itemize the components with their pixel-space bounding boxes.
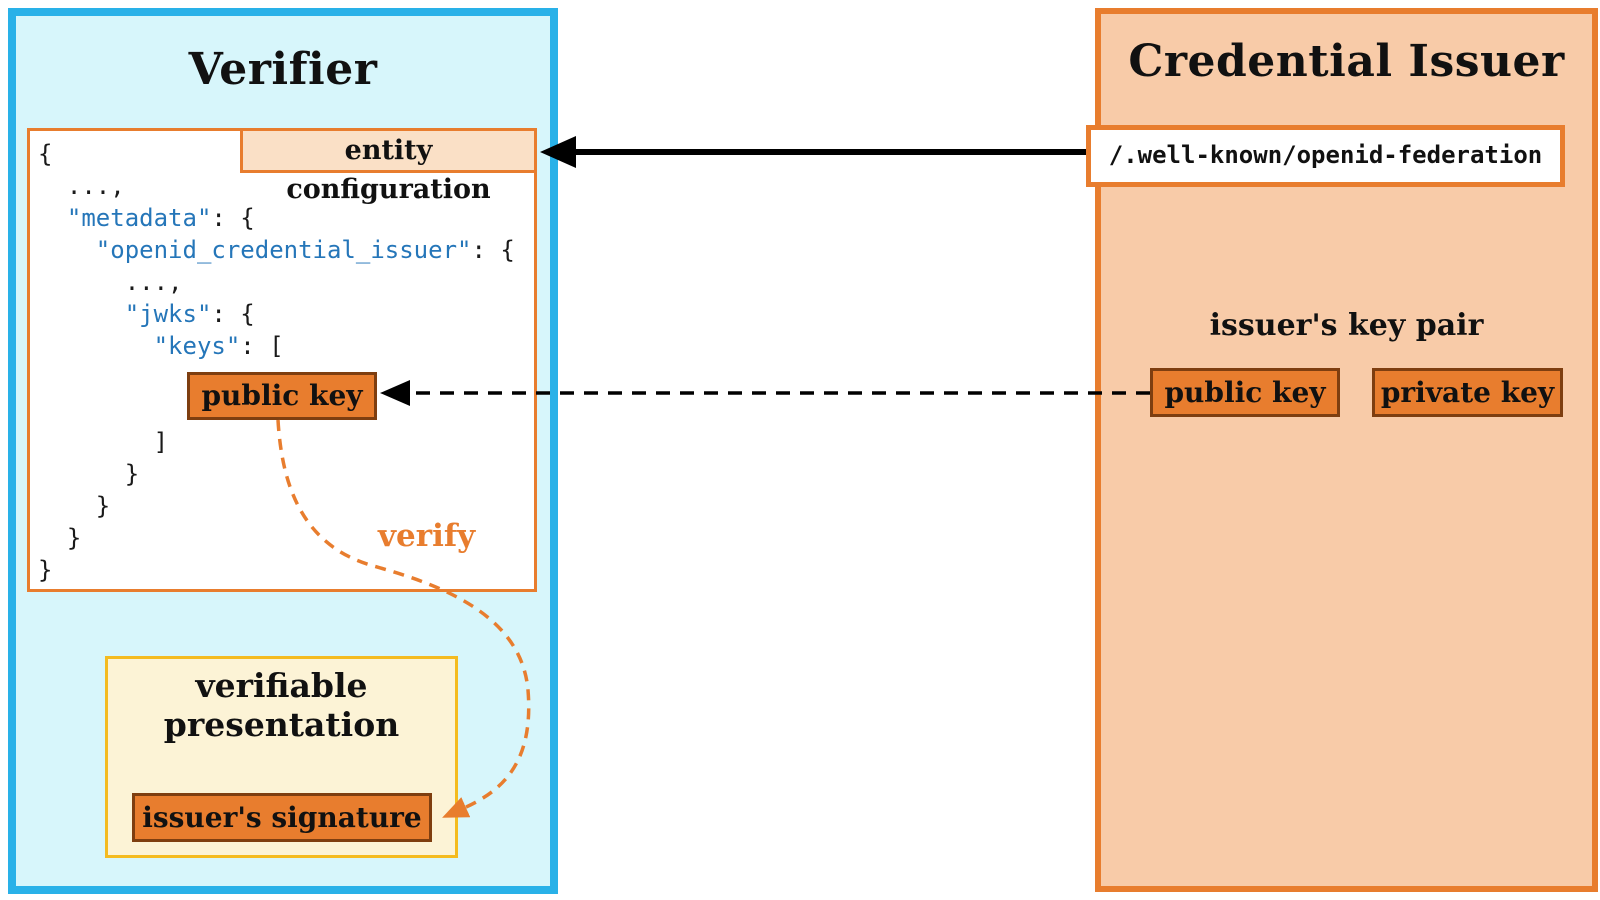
verify-label: verify (378, 518, 476, 554)
verifiable-presentation-title: verifiable presentation (163, 666, 400, 744)
json-code: { ..., "metadata": { "openid_credential_… (38, 140, 515, 584)
entity-configuration-label: entity configuration (240, 128, 537, 205)
issuer-private-key-box: private key (1372, 368, 1563, 417)
issuer-signature-box: issuer's signature (132, 793, 432, 842)
verifier-public-key-box: public key (187, 372, 377, 420)
issuer-key-pair-label: issuer's key pair (1209, 308, 1484, 343)
well-known-endpoint-box: /.well-known/openid-federation (1086, 125, 1565, 187)
issuer-public-key-box: public key (1150, 368, 1340, 417)
verifier-title: Verifier (188, 44, 378, 95)
credential-issuer-title: Credential Issuer (1128, 36, 1565, 87)
